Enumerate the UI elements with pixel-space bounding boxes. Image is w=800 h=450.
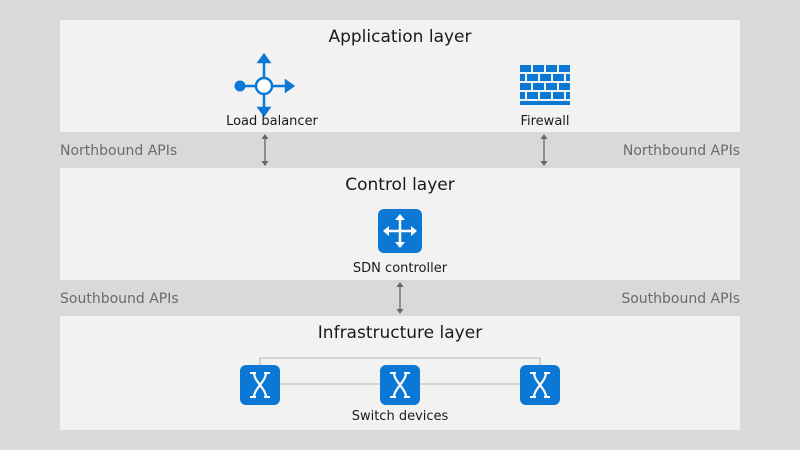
southbound-connector [396,282,404,314]
switch-devices-label: Switch devices [351,409,449,424]
northbound-connector-right [540,134,548,166]
sdn-controller-label: SDN controller [352,261,448,276]
control-layer-title: Control layer [345,175,455,195]
load-balancer-icon [234,52,296,118]
sdn-controller-icon [378,209,422,253]
firewall-label: Firewall [520,114,570,129]
switch-icon [380,365,420,405]
northbound-apis-left: Northbound APIs [60,143,178,159]
application-layer: Application layer Load balancer Firewall [60,20,740,132]
infrastructure-layer: Infrastructure layer Switch devices [60,316,740,430]
southbound-apis-right: Southbound APIs [621,291,740,307]
northbound-apis-right: Northbound APIs [622,143,740,159]
infrastructure-layer-title: Infrastructure layer [317,323,483,343]
northbound-connector-left [261,134,269,166]
switch-icon [240,365,280,405]
firewall-icon [520,65,570,105]
application-layer-title: Application layer [328,27,472,47]
southbound-apis-left: Southbound APIs [60,291,179,307]
switch-links [259,357,541,385]
switch-icon [520,365,560,405]
load-balancer-label: Load balancer [226,114,318,129]
control-layer: Control layer SDN controller [60,168,740,280]
